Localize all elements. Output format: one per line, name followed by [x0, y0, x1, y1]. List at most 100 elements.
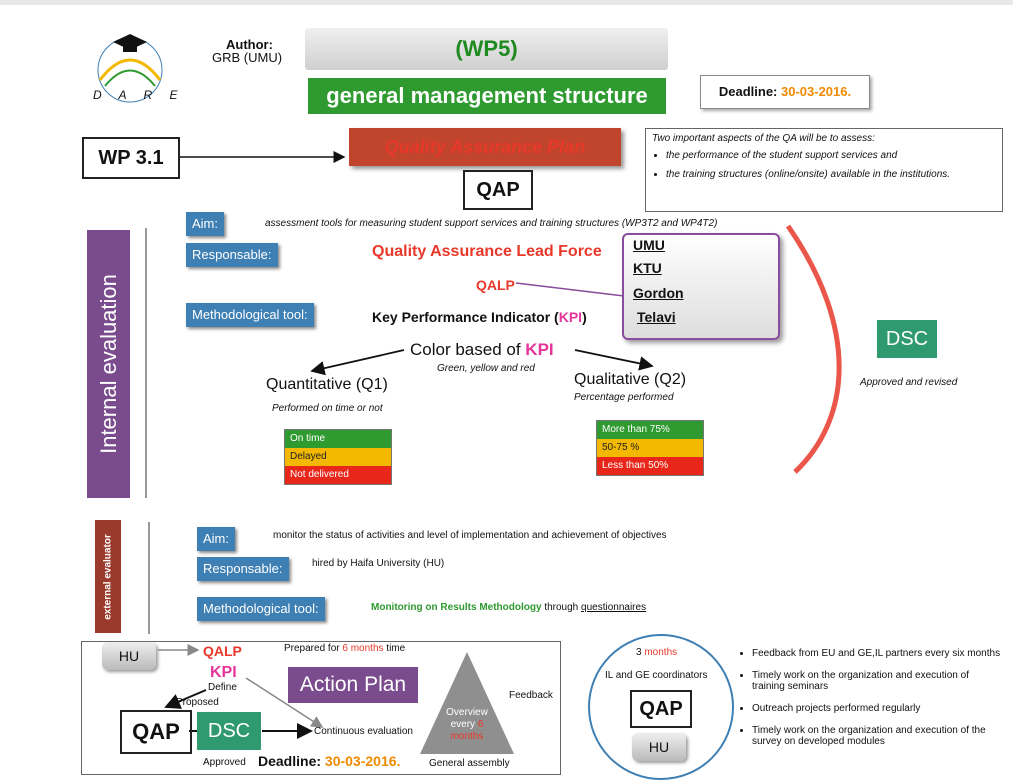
qualitative-table: More than 75% 50-75 % Less than 50% [596, 420, 704, 476]
action-plan-title: Action Plan [288, 667, 418, 703]
wp5-title: (WP5) [305, 28, 668, 70]
kpi-line: Key Performance Indicator (KPI) [372, 309, 587, 325]
methodological-tool-tag-external: Methodological tool: [197, 597, 325, 621]
color-based-text: Color based of [410, 340, 526, 359]
quality-assurance-plan: Quality Assurance Plan [349, 128, 621, 166]
qa-aspects-box: Two important aspects of the QA will be … [645, 128, 1003, 212]
qalp-bottom: QALP [203, 643, 242, 659]
hu-circle-badge: HU [632, 733, 686, 761]
external-evaluator-label: external evaluator [102, 533, 114, 620]
outcome-item: Timely work on the organization and exec… [752, 670, 1001, 692]
monitoring-methodology: Monitoring on Results Methodology throug… [371, 602, 646, 613]
quantitative-table: On time Delayed Not delivered [284, 429, 392, 485]
prepared-post: time [383, 643, 406, 654]
action-plan-box [81, 641, 561, 775]
overview-label: Overview every 6 months [422, 707, 512, 743]
qualitative-label: Qualitative (Q2) [574, 371, 687, 388]
approved-label: Approved [203, 757, 246, 768]
kpi-suffix: ) [582, 309, 587, 325]
dsc-bottom: DSC [197, 712, 261, 750]
proposed-label: Proposed [176, 697, 219, 708]
color-based-kpi: KPI [525, 340, 554, 359]
overview-triangle [420, 652, 514, 754]
aim-tag: Aim: [186, 212, 224, 236]
overview-every: every [450, 719, 478, 730]
qual-arrow [574, 349, 654, 371]
partner-ktu: KTU [633, 260, 662, 276]
qual-row-green: More than 75% [597, 421, 703, 439]
three-months-num: 3 [636, 647, 642, 658]
red-arc [785, 224, 842, 474]
internal-evaluation-bar [87, 230, 130, 498]
qa-point: the training structures (online/onsite) … [666, 169, 996, 180]
outcome-item: Outreach projects performed regularly [752, 703, 1001, 714]
three-months-label: 3 months [636, 647, 677, 658]
quant-row-red: Not delivered [285, 466, 391, 484]
methodological-tool-tag: Methodological tool: [186, 303, 314, 327]
define-label: Define [208, 682, 237, 693]
aim-text-external: monitor the status of activities and lev… [273, 530, 667, 541]
quant-row-yellow: Delayed [285, 448, 391, 466]
outcome-item: Timely work on the organization and exec… [752, 725, 1001, 747]
responsable-tag: Responsable: [186, 243, 278, 267]
external-divider [148, 522, 150, 634]
qualitative-subtitle: Percentage performed [574, 392, 674, 403]
qa-point: the performance of the student support s… [666, 150, 996, 161]
three-months-word: months [641, 647, 678, 658]
prepared-pre: Prepared for [284, 643, 343, 654]
feedback-label: Feedback [509, 690, 553, 701]
qap-circle: QAP [630, 690, 692, 728]
author-value: GRB (UMU) [212, 50, 283, 65]
graduation-cap-icon [113, 34, 147, 50]
author-label: Author: [226, 37, 273, 52]
external-evaluator-bar [95, 520, 121, 633]
coordinators-circle [588, 634, 734, 780]
partner-telavi: Telavi [637, 309, 676, 325]
responsable-text-external: hired by Haifa University (HU) [312, 558, 445, 569]
outcome-item: Feedback from EU and GE,IL partners ever… [752, 648, 1001, 659]
partner-umu: UMU [633, 237, 665, 253]
deadline-label: Deadline: [718, 84, 778, 99]
responsable-tag-external: Responsable: [197, 557, 289, 581]
overview-six: 6 [477, 719, 484, 730]
general-management-title: general management structure [308, 78, 666, 114]
deadline-bottom-label: Deadline: [258, 753, 322, 769]
lead-force-label: Quality Assurance Lead Force [372, 243, 602, 260]
monitoring-through: through [541, 602, 582, 613]
coordinators-label: IL and GE coordinators [605, 670, 708, 681]
qalp-to-partners-line [515, 282, 625, 297]
deadline-bottom-value: 30-03-2016. [324, 753, 401, 769]
qap-box: QAP [463, 170, 533, 210]
top-border [0, 0, 1013, 5]
hu-badge: HU [102, 642, 156, 670]
wp31-box: WP 3.1 [82, 137, 180, 179]
aim-text: assessment tools for measuring student s… [265, 218, 718, 229]
outcomes-list: Feedback from EU and GE,IL partners ever… [736, 648, 1001, 758]
partners-box [622, 233, 780, 340]
deadline-bottom: Deadline: 30-03-2016. [258, 753, 400, 769]
prepared-label: Prepared for 6 months time [284, 643, 405, 654]
overview-word: Overview [446, 707, 488, 718]
kpi-abbrev: KPI [558, 309, 583, 325]
internal-evaluation-label: Internal evaluation [95, 274, 121, 454]
dsc-box: DSC [877, 320, 937, 358]
kpi-to-eval-arrow [245, 677, 324, 728]
qual-row-red: Less than 50% [597, 457, 703, 475]
logo-letters: D A R E [93, 88, 185, 102]
internal-divider [145, 228, 147, 498]
color-based-label: Color based of KPI [410, 340, 554, 360]
overview-months: months [450, 731, 484, 742]
questionnaires-label: questionnaires [581, 602, 647, 613]
qap-bottom: QAP [120, 710, 192, 754]
quantitative-label: Quantitative (Q1) [266, 376, 388, 393]
continuous-evaluation-label: Continuous evaluation [314, 726, 413, 737]
approved-revised-label: Approved and revised [860, 377, 958, 388]
quant-row-green: On time [285, 430, 391, 448]
monitoring-bold: Monitoring on Results Methodology [371, 602, 542, 613]
partner-gordon: Gordon [633, 285, 684, 301]
dare-logo [97, 34, 163, 103]
aim-tag-external: Aim: [197, 527, 235, 551]
prepared-months: 6 months [342, 643, 384, 654]
